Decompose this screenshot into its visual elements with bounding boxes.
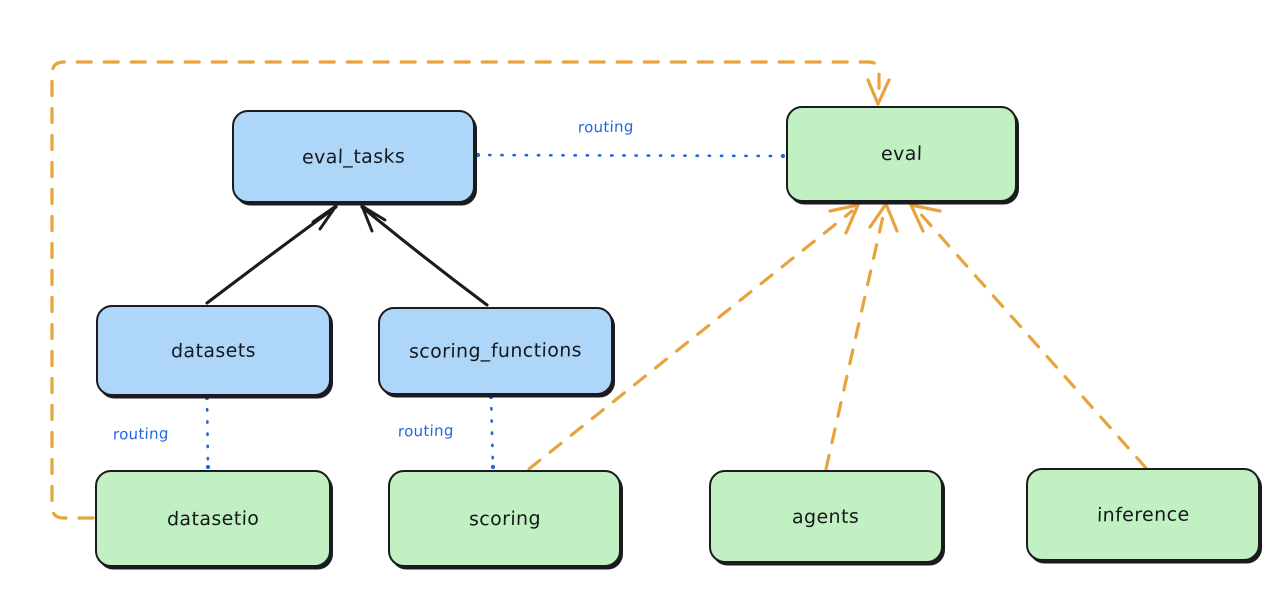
- edge-agents-eval: [824, 202, 899, 471]
- edge-label-routing-eval: routing: [577, 117, 635, 137]
- edge-label-routing-datasetio: routing: [112, 424, 170, 444]
- edge-scoring_functions-scoring: [488, 394, 496, 470]
- edge-scoring_functions-eval_tasks: [360, 204, 489, 307]
- node-label: scoring: [468, 507, 541, 530]
- edge-inference-eval: [909, 203, 1148, 470]
- node-eval[interactable]: eval: [786, 106, 1017, 202]
- node-datasetio[interactable]: datasetio: [95, 470, 331, 567]
- node-label: datasetio: [166, 507, 260, 530]
- node-scoring-functions[interactable]: scoring_functions: [378, 307, 613, 395]
- node-datasets[interactable]: datasets: [96, 305, 331, 396]
- node-label: eval_tasks: [301, 145, 406, 168]
- node-label: datasets: [170, 339, 257, 362]
- node-agents[interactable]: agents: [709, 470, 943, 563]
- node-label: inference: [1096, 503, 1190, 526]
- node-label: eval: [880, 142, 923, 166]
- edge-datasets-eval_tasks: [205, 204, 338, 305]
- node-eval-tasks[interactable]: eval_tasks: [232, 110, 475, 203]
- node-label: scoring_functions: [408, 339, 583, 363]
- node-scoring[interactable]: scoring: [388, 470, 621, 567]
- node-label: agents: [792, 505, 860, 528]
- node-inference[interactable]: inference: [1026, 468, 1260, 561]
- edge-label-routing-scoring: routing: [397, 421, 455, 441]
- edge-datasets-datasetio: [204, 395, 211, 470]
- edge-eval_tasks-eval: [475, 152, 786, 159]
